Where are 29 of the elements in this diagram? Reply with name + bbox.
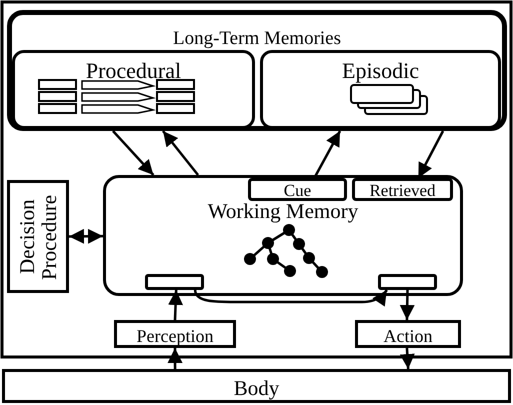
buffer-box — [145, 274, 204, 290]
body-box — [2, 369, 511, 403]
arrow — [168, 348, 183, 369]
buffer-box — [352, 178, 453, 201]
process-box — [7, 180, 69, 293]
memory-box — [12, 50, 255, 129]
node-label: Decision Procedure — [16, 192, 60, 282]
node-label: Retrieved — [369, 182, 436, 200]
buffer-box — [248, 178, 347, 201]
node-label: Long-Term Memories — [172, 29, 342, 49]
node-label: Episodic — [342, 59, 419, 82]
memory-panel — [7, 10, 507, 131]
arrow — [68, 228, 104, 244]
buffer-box — [378, 274, 437, 290]
memory-box — [103, 175, 463, 296]
arrow — [112, 130, 154, 176]
arrow — [400, 290, 415, 320]
node-label: Perception — [136, 327, 214, 346]
node-label: Cue — [284, 182, 312, 200]
module-box — [114, 320, 236, 348]
node-label: Body — [234, 377, 280, 400]
arrow — [162, 130, 200, 176]
module-box — [355, 320, 461, 348]
node-label: Working Memory — [208, 200, 358, 222]
arrow — [194, 289, 388, 307]
node-label: Procedural — [86, 59, 182, 82]
node-label: Action — [384, 327, 432, 346]
memory-box — [260, 50, 501, 129]
arrow — [400, 348, 415, 370]
